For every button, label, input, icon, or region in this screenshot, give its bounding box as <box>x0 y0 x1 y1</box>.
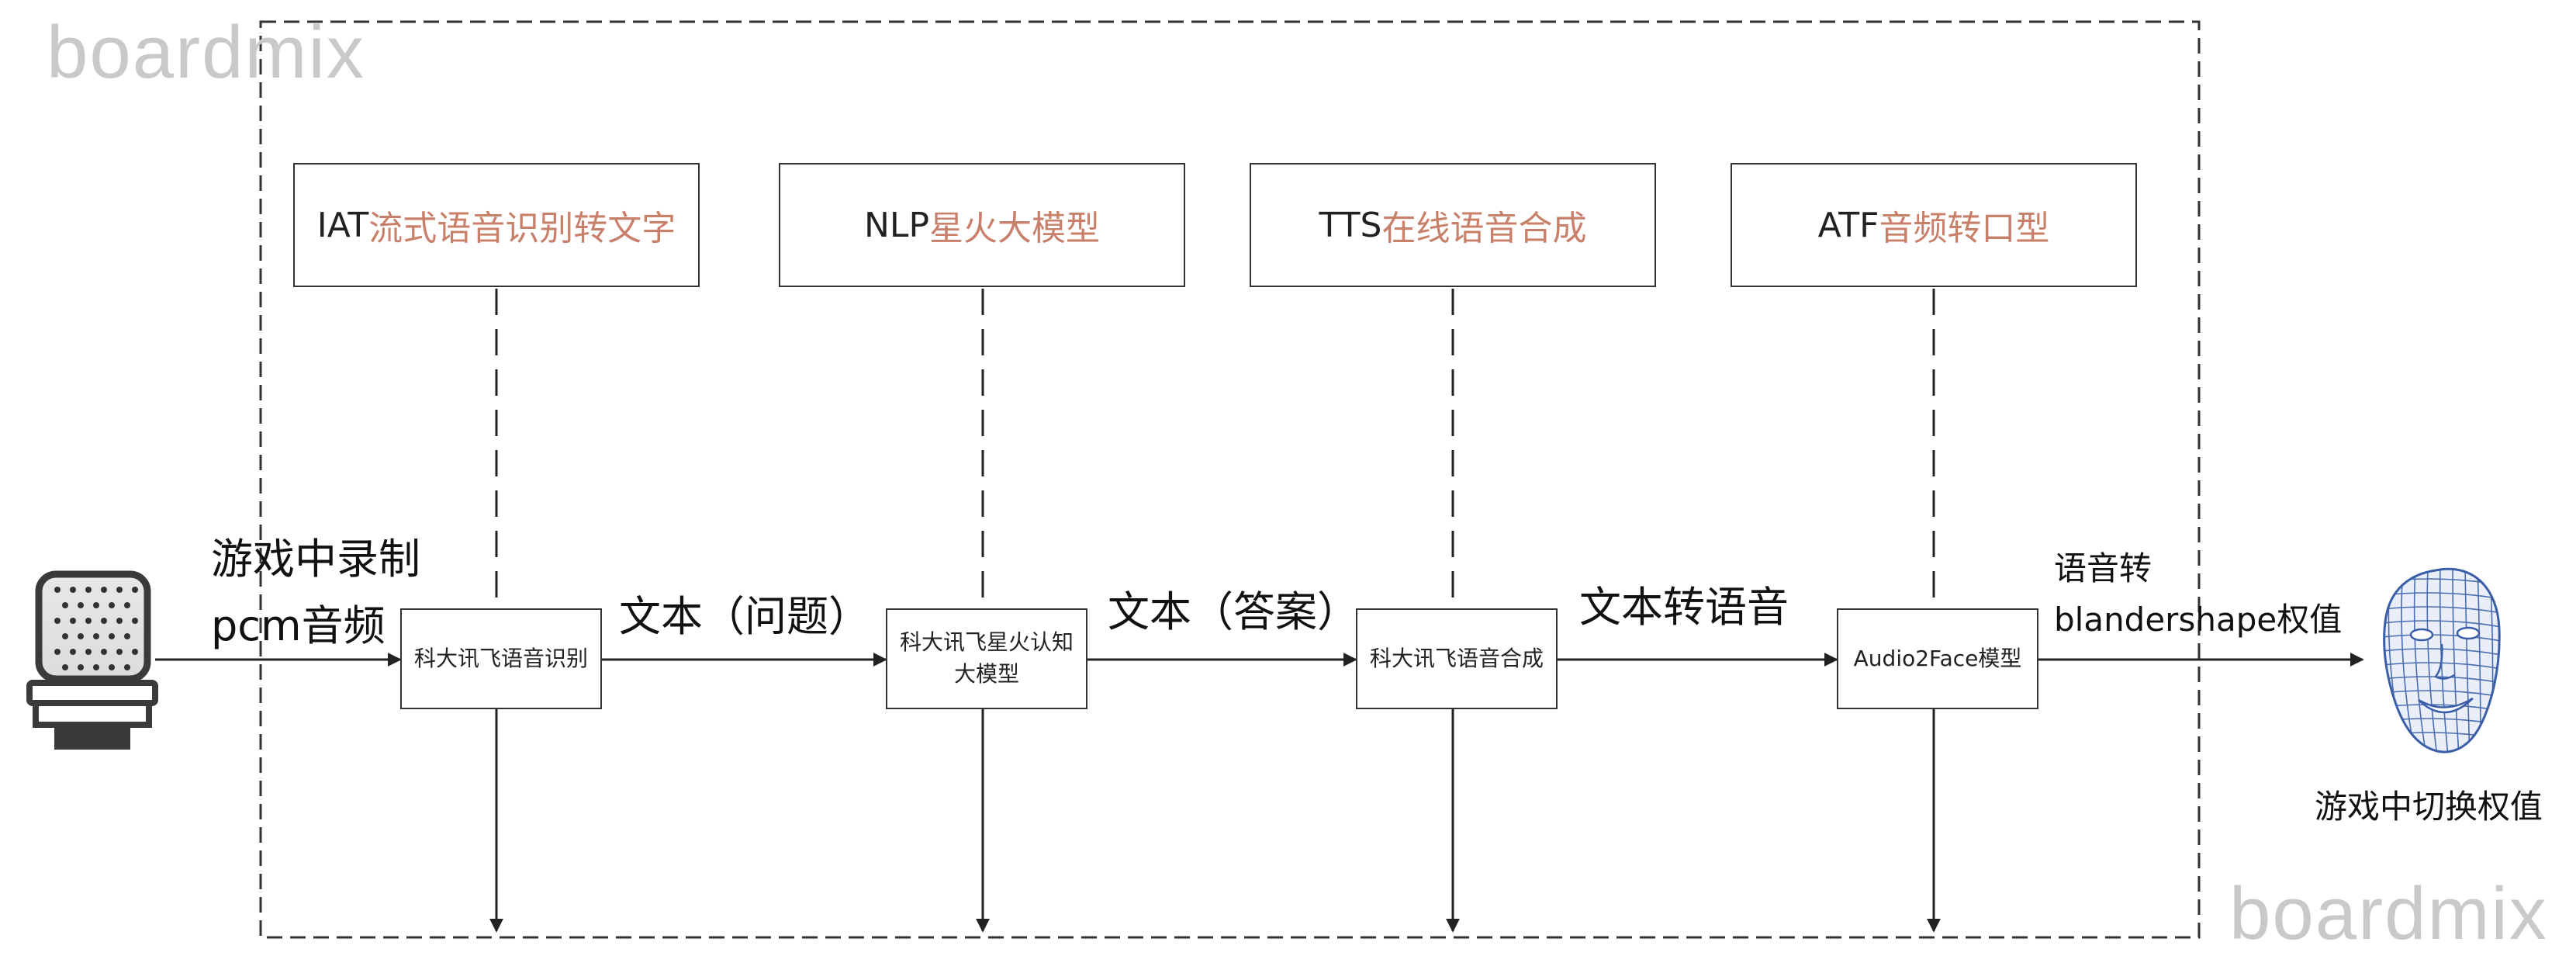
service-code: TTS <box>1319 205 1382 245</box>
service-description: 在线语音合成 <box>1381 209 1587 248</box>
process-box-audio2face: Audio2Face模型 <box>1837 608 2038 709</box>
edge-label-blendshape-line2: blandershape权值 <box>2054 601 2343 639</box>
process-label: 科大讯飞星火认知大模型 <box>899 629 1074 687</box>
edge-label-tts: 文本转语音 <box>1579 583 1789 632</box>
process-box-speech-synthesis: 科大讯飞语音合成 <box>1356 608 1558 709</box>
process-box-spark-model: 科大讯飞星火认知大模型 <box>886 608 1087 709</box>
process-box-speech-recognition: 科大讯飞语音识别 <box>400 608 602 709</box>
edge-label-question: 文本（问题） <box>619 592 870 641</box>
watermark-top: boardmix <box>47 11 365 94</box>
edge-label-blendshape-line1: 语音转 <box>2054 549 2152 587</box>
input-label-line1: 游戏中录制 <box>211 535 420 584</box>
service-code: IAT <box>316 205 369 245</box>
edge-label-answer: 文本（答案） <box>1108 587 1359 636</box>
3d-face-mesh-icon <box>2383 567 2501 753</box>
watermark-bottom: boardmix <box>2229 872 2548 955</box>
vertical-connectors <box>489 289 1941 933</box>
service-description: 星火大模型 <box>928 209 1100 248</box>
system-boundary <box>259 20 2201 939</box>
process-label: 科大讯飞语音合成 <box>1369 645 1544 671</box>
output-label: 游戏中切换权值 <box>2315 788 2543 826</box>
service-description: 音频转口型 <box>1879 209 2050 248</box>
process-label: 科大讯飞语音识别 <box>413 645 588 671</box>
service-description: 流式语音识别转文字 <box>368 209 676 248</box>
service-code: NLP <box>864 205 929 245</box>
microphone-icon <box>26 570 158 750</box>
service-code: ATF <box>1817 205 1879 245</box>
process-label: Audio2Face模型 <box>1853 645 2022 671</box>
input-label-line2: pcm音频 <box>211 601 386 650</box>
